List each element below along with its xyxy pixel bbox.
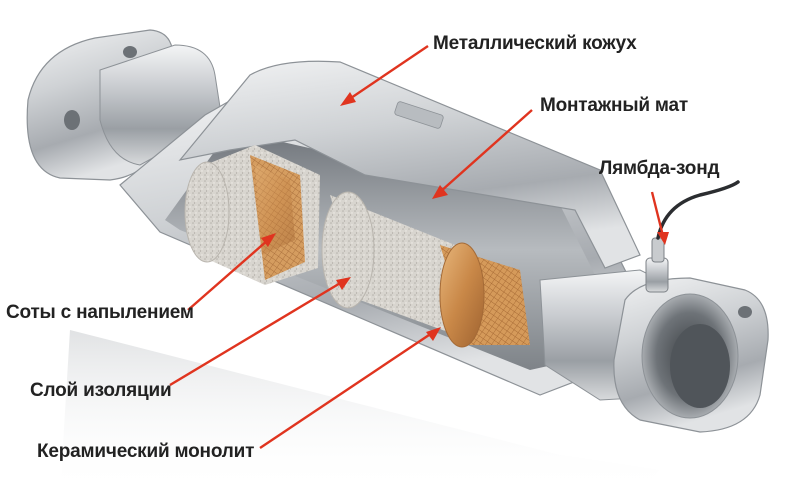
label-coated-honeycomb: Соты с напылением [6, 302, 194, 323]
upper-shell [178, 60, 641, 269]
label-ceramic-monolith: Керамический монолит [37, 441, 255, 462]
right-flange [613, 277, 769, 433]
label-mounting-mat: Монтажный мат [540, 95, 688, 116]
arrow-ceramic-monolith [259, 327, 441, 449]
arrow-lambda-probe [650, 191, 669, 245]
arrow-coated-honeycomb [187, 233, 276, 311]
floor-reflection [60, 330, 660, 494]
second-monolith [321, 191, 530, 348]
label-lambda-probe: Лямбда-зонд [599, 158, 720, 179]
callout-arrows [169, 45, 669, 449]
label-insulation-layer: Слой изоляции [30, 380, 172, 401]
arrow-insulation-layer [169, 277, 351, 387]
lambda-probe [645, 180, 740, 293]
arrow-metal-shell [340, 45, 429, 106]
first-monolith [184, 145, 320, 285]
label-metal-shell: Металлический кожух [433, 33, 637, 54]
arrow-mounting-mat [432, 109, 533, 199]
